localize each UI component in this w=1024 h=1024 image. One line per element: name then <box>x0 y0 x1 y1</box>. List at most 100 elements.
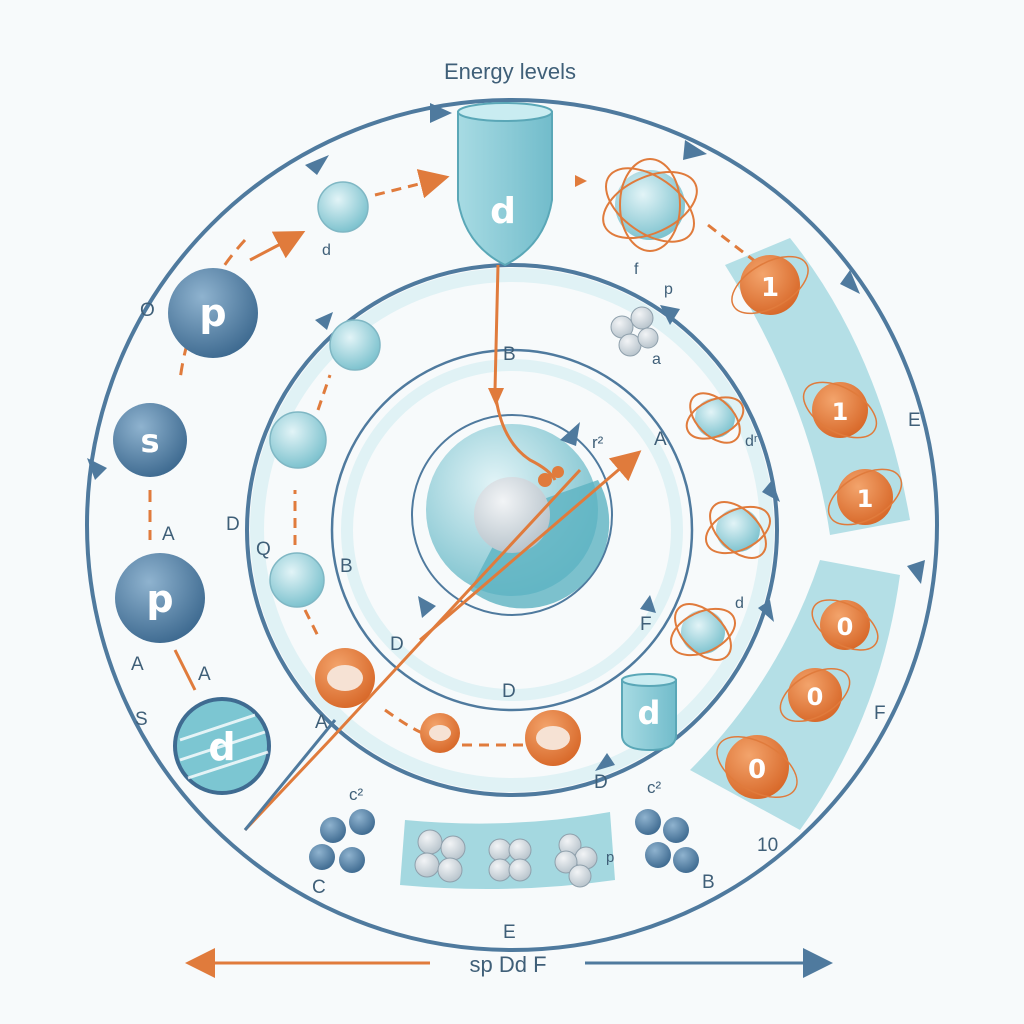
label-A-1: A <box>162 524 175 545</box>
grey-molecules-band <box>414 829 598 888</box>
label-p-bottom: p <box>606 849 614 866</box>
orange-number-3: 1 <box>857 485 874 513</box>
label-F-right: F <box>874 703 886 724</box>
label-A-4: A <box>315 712 328 733</box>
left-arrow-top <box>249 231 306 262</box>
orbital-p-upper <box>168 268 258 358</box>
label-f: f <box>634 261 639 278</box>
label-D-left: D <box>226 514 240 535</box>
atom-mid-1 <box>685 392 745 444</box>
small-beaker <box>621 679 677 752</box>
inner-ring <box>330 348 694 712</box>
label-dr: dʳ <box>745 433 758 450</box>
scattered-labels: O S C E E F 10 B B B D D D D Q A A A A A… <box>131 242 921 943</box>
label-d-right: d <box>735 595 744 612</box>
diagram-title: Energy levels <box>444 59 576 84</box>
label-p-small: p <box>664 281 673 298</box>
label-c2-right: c² <box>647 778 662 797</box>
small-ball-q <box>269 552 325 608</box>
blue-molecule-right <box>635 809 699 873</box>
label-D-bottom: D <box>594 772 608 793</box>
orange-number-4: 0 <box>837 613 854 641</box>
label-A-5: A <box>654 429 667 450</box>
nucleus-wedge <box>470 480 610 609</box>
left-line-3 <box>173 649 197 691</box>
label-S: S <box>135 709 148 730</box>
label-O: O <box>140 300 155 321</box>
label-B-inner: B <box>340 556 353 577</box>
orange-number-1: 1 <box>761 273 779 303</box>
orbital-p-lower <box>115 553 205 643</box>
label-a: a <box>652 351 661 368</box>
atom-mid-2 <box>705 501 771 559</box>
electron-dot-2 <box>552 466 564 478</box>
nucleus-core <box>474 477 550 553</box>
top-beaker-label: d <box>490 191 516 232</box>
orange-atom-2 <box>802 381 878 439</box>
top-dashed-arrow <box>374 169 450 199</box>
label-Q: Q <box>256 539 271 560</box>
label-B-top: B <box>503 344 516 365</box>
orange-atom-5 <box>779 667 851 723</box>
orange-atom-4 <box>811 599 879 651</box>
orbital-s-label: s <box>140 422 159 460</box>
orange-cell-2-inner <box>429 725 451 741</box>
label-d-small: d <box>322 242 331 259</box>
diagonal-arrow <box>419 450 642 642</box>
top-beaker <box>457 111 553 267</box>
small-ball-top <box>317 181 369 233</box>
blue-molecule-left <box>309 809 375 873</box>
lower-left-line <box>243 719 337 831</box>
label-C: C <box>312 877 326 898</box>
small-ball-mid <box>329 319 381 371</box>
top-beaker-rim <box>457 102 553 122</box>
diagonal-blue-head <box>418 596 436 618</box>
diagonal-blue-head-2 <box>560 422 580 446</box>
label-D-center: D <box>502 681 516 702</box>
electron-dot-1 <box>538 473 552 487</box>
atom-top-dash <box>707 223 761 267</box>
small-beaker-rim <box>621 673 677 687</box>
outer-ring-arrows <box>87 103 925 584</box>
label-c2-left: c² <box>349 785 364 804</box>
orange-cell-3-inner <box>536 726 570 750</box>
orbital-s <box>113 403 187 477</box>
orange-atom-3 <box>827 468 903 526</box>
atom-mid-3 <box>670 603 736 661</box>
core-ring <box>411 414 613 616</box>
inner-dashed-3 <box>303 609 322 641</box>
label-r2: r² <box>592 433 604 452</box>
atom-top <box>602 158 698 252</box>
orange-atom-1 <box>731 255 809 315</box>
orbital-d-stripes <box>179 713 269 780</box>
top-small-arrowhead <box>575 175 587 187</box>
small-beaker-label: d <box>638 694 661 732</box>
bottom-dashed-1 <box>384 708 431 737</box>
label-B-lower-right: B <box>702 872 715 893</box>
inner-dashed-1 <box>316 374 332 411</box>
orange-number-2: 1 <box>832 398 849 426</box>
orange-atom-6 <box>716 735 798 799</box>
label-A-3: A <box>198 664 211 685</box>
grey-molecule-top <box>610 306 659 357</box>
label-E-bottom: E <box>503 922 516 943</box>
small-ball-q-upper <box>269 411 327 469</box>
inner-ring-glow <box>341 359 683 701</box>
middle-ring-arrows <box>315 305 780 771</box>
legend-text: sp Dd F <box>469 952 546 977</box>
label-A-2: A <box>131 654 144 675</box>
orbital-p-lower-label: p <box>146 577 173 621</box>
orbital-d-striped-label: d <box>208 725 235 769</box>
outer-ring <box>85 98 939 952</box>
orange-number-6: 0 <box>748 755 766 785</box>
beaker-to-core-path <box>493 264 557 481</box>
label-10: 10 <box>757 835 778 856</box>
label-F-inner: F <box>640 614 652 635</box>
middle-ring <box>245 263 779 797</box>
orbital-p-upper-label: p <box>199 291 226 335</box>
diagonal-line <box>243 468 582 832</box>
orange-number-5: 0 <box>807 683 824 711</box>
orange-cell-1-inner <box>327 665 363 691</box>
down-arrowhead <box>488 388 504 406</box>
